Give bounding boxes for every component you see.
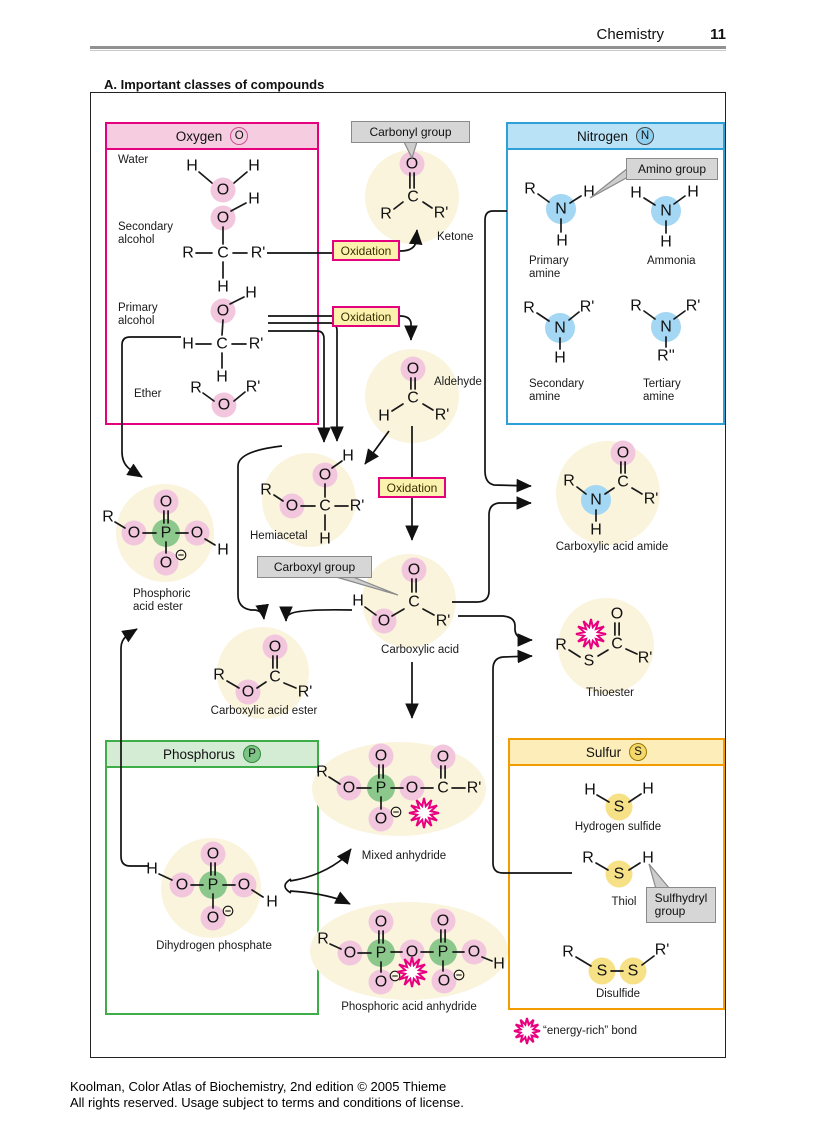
label-thiol: Thiol [611, 896, 637, 908]
label-carboxylic-acid-ester: Carboxylic acid ester [210, 705, 318, 717]
page-header: Chemistry 11 [90, 26, 726, 46]
page-footer: Koolman, Color Atlas of Biochemistry, 2n… [70, 1079, 464, 1110]
label-hydrogen-sulfide: Hydrogen sulfide [574, 821, 662, 833]
element-symbol-N-icon: N [636, 127, 655, 145]
label-carboxylic-acid: Carboxylic acid [381, 644, 459, 656]
callout-carbonyl-group: Carbonyl group [351, 121, 470, 143]
oxidation-3: Oxidation [378, 477, 446, 498]
header-rule [90, 46, 726, 49]
callout-carboxyl-group: Carboxyl group [257, 556, 372, 578]
label-thioester: Thioester [586, 687, 634, 699]
group-box-title-sulfur: Sulfur [585, 744, 622, 760]
header-rule-shadow [90, 50, 726, 51]
label-ether: Ether [134, 388, 162, 400]
group-box-title-oxygen: Oxygen [175, 128, 223, 144]
label-disulfide: Disulfide [595, 988, 641, 1000]
element-symbol-O-icon: O [230, 127, 249, 145]
label-aldehyde: Aldehyde [434, 376, 482, 388]
label-water: Water [118, 154, 149, 166]
label-energy-rich-legend: “energy-rich” bond [543, 1025, 637, 1037]
page-number: 11 [710, 26, 726, 43]
group-box-title-phosphorus: Phosphorus [162, 746, 236, 762]
figure-frame [90, 92, 726, 1058]
label-phosphoric-acid-anhydride: Phosphoric acid anhydride [341, 1001, 477, 1013]
oxidation-2: Oxidation [332, 306, 400, 327]
label-hemiacetal: Hemiacetal [250, 530, 308, 542]
element-symbol-P-icon: P [243, 745, 262, 763]
group-box-title-nitrogen: Nitrogen [576, 128, 629, 144]
footer-line-1: Koolman, Color Atlas of Biochemistry, 2n… [70, 1079, 447, 1094]
callout-amino-group: Amino group [626, 158, 718, 180]
label-carboxylic-acid-amide: Carboxylic acid amide [555, 541, 669, 553]
oxidation-1: Oxidation [332, 240, 400, 261]
label-ammonia: Ammonia [647, 255, 696, 267]
group-box-header-oxygen: Oxygen O [107, 124, 317, 150]
label-ketone: Ketone [437, 231, 474, 243]
chapter-title: Chemistry [596, 26, 664, 43]
footer-line-2: All rights reserved. Usage subject to te… [70, 1094, 464, 1110]
label-dihydrogen-phosphate: Dihydrogen phosphate [156, 940, 272, 952]
label-mixed-anhydride: Mixed anhydride [361, 850, 447, 862]
group-box-header-nitrogen: Nitrogen N [508, 124, 723, 150]
element-symbol-S-icon: S [629, 743, 648, 761]
figure-title: A. Important classes of compounds [98, 77, 331, 92]
